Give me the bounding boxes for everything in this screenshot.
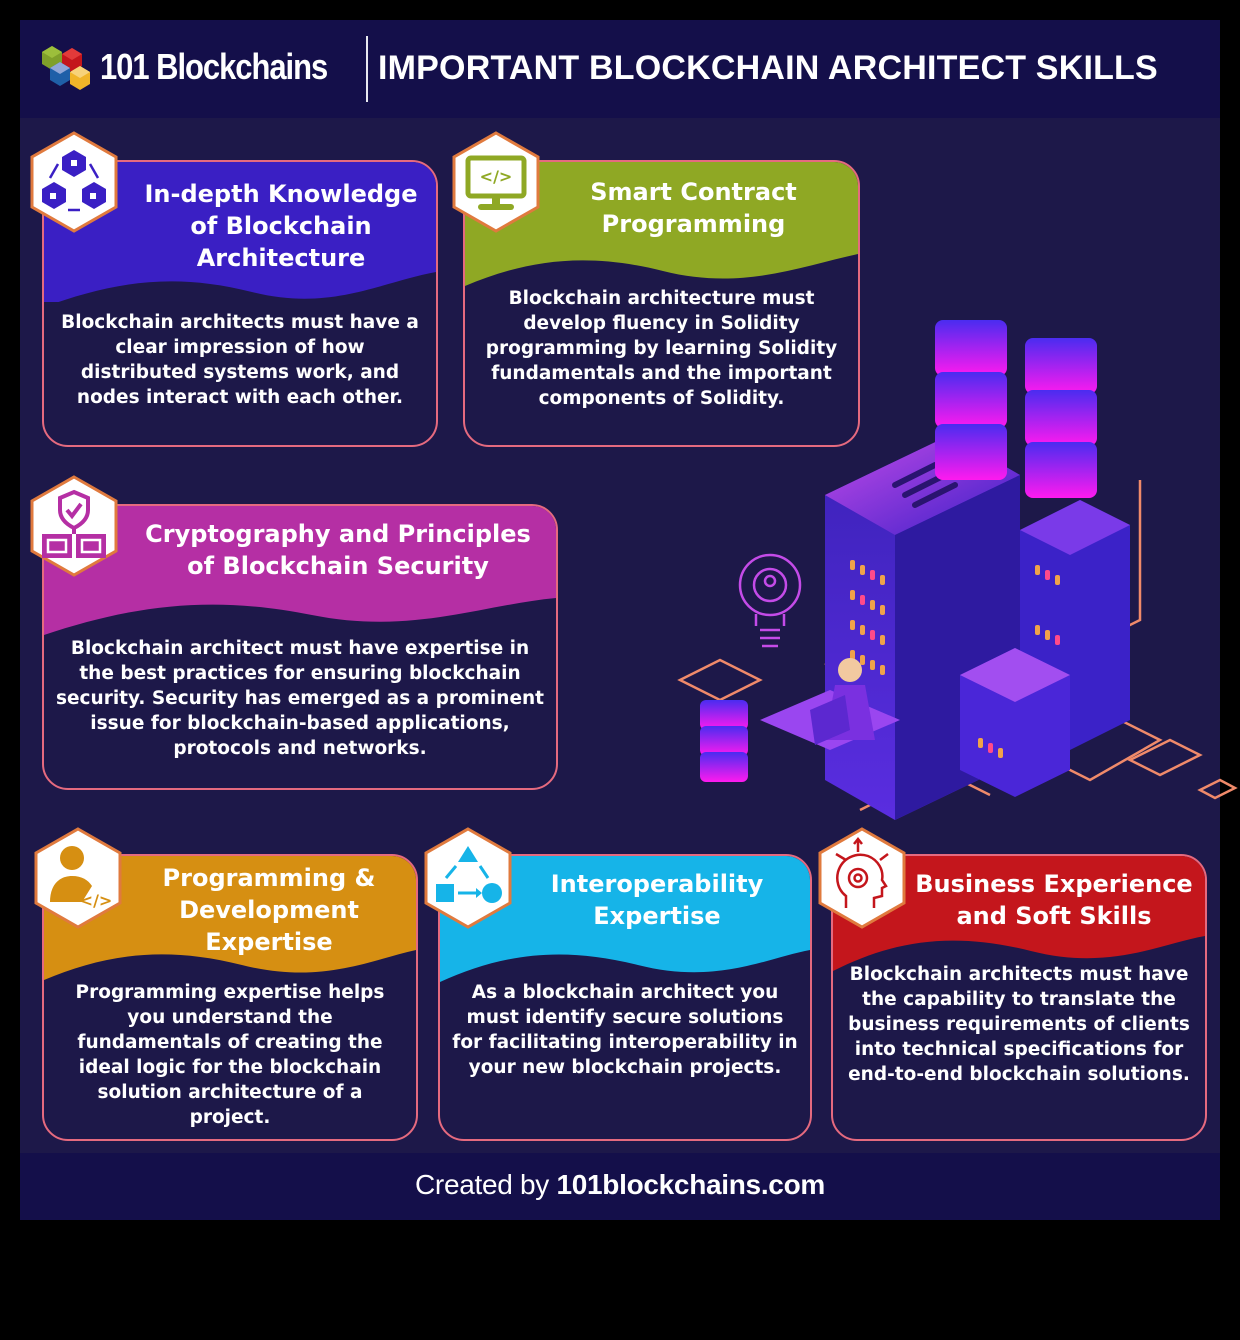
developer-code-icon: </> [32,826,124,930]
shapes-cycle-icon [422,826,514,930]
credit-prefix: Created by [415,1169,549,1200]
brand-name: 101 Blockchains [100,46,328,87]
footer-bar: Created by 101blockchains.com [20,1153,1220,1220]
logo-cubes-icon [42,46,90,90]
skill-description: Blockchain architect must have expertise… [56,638,545,759]
skill-description: As a blockchain architect you must ident… [452,982,798,1078]
page-title: IMPORTANT BLOCKCHAIN ARCHITECT SKILLS [378,49,1158,87]
header-bar: 101 Blockchains IMPORTANT BLOCKCHAIN ARC… [20,20,1220,118]
header-divider [366,36,368,102]
skill-description: Blockchain architects must have a clear … [61,312,419,408]
svg-text:</>: </> [80,891,113,910]
footer-credit: Created by 101blockchains.com [20,1169,1220,1201]
svg-text:</>: </> [480,167,513,186]
head-gear-icon [816,826,908,930]
skill-description: Blockchain architects must have the capa… [848,964,1190,1085]
credit-site: 101blockchains.com [556,1169,825,1200]
skill-description: Blockchain architecture must develop flu… [485,288,838,409]
shield-chain-icon [28,474,120,578]
skill-description: Programming expertise helps you understa… [75,982,385,1128]
network-cubes-icon [28,130,120,234]
infographic: 101 Blockchains IMPORTANT BLOCKCHAIN ARC… [20,20,1238,1220]
code-monitor-icon: </> [450,130,542,234]
server-illustration [677,320,1238,820]
